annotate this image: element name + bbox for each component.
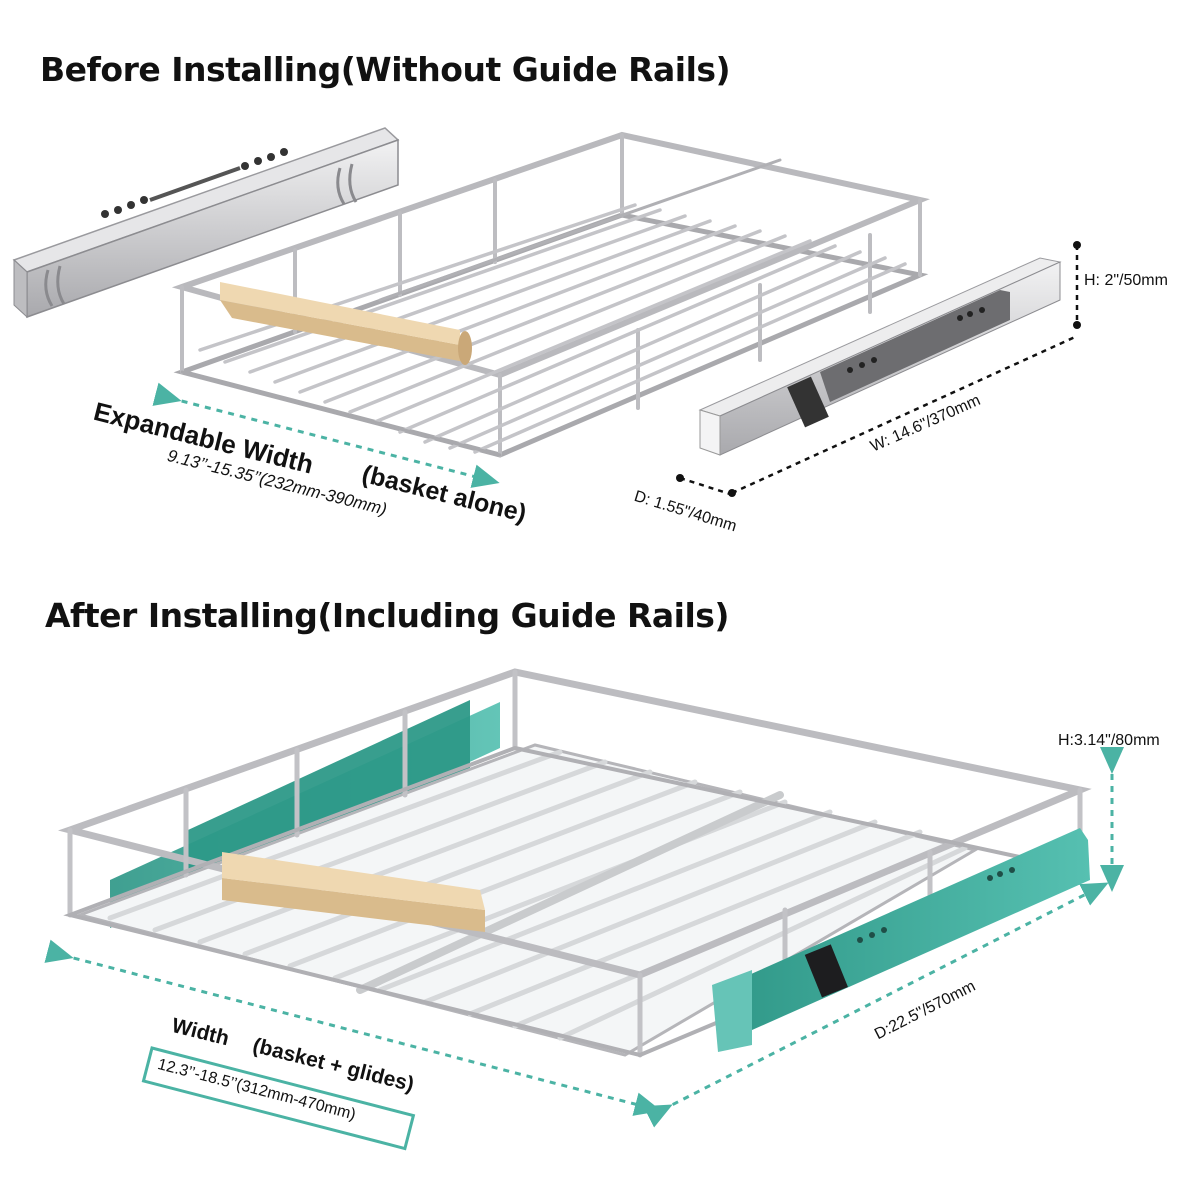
installed-height-label: H:3.14"/80mm bbox=[1058, 732, 1160, 749]
basket-after bbox=[57, 668, 1092, 1058]
before-dimension-lines bbox=[679, 245, 1079, 496]
rail-height-label: H: 2"/50mm bbox=[1084, 272, 1168, 289]
wood-handle-before bbox=[220, 282, 472, 365]
width-arrow bbox=[44, 939, 662, 1116]
before-installing-title: Before Installing(Without Guide Rails) bbox=[40, 50, 731, 89]
wood-handle-after bbox=[222, 852, 485, 932]
depth-arrow bbox=[643, 882, 1109, 1128]
left-guide-rail bbox=[12, 127, 400, 319]
width-range-box bbox=[141, 1046, 416, 1151]
slide-rail-detail bbox=[698, 257, 1062, 456]
after-installing-title: After Installing(Including Guide Rails) bbox=[45, 596, 730, 635]
dimension-dots bbox=[676, 241, 1081, 497]
